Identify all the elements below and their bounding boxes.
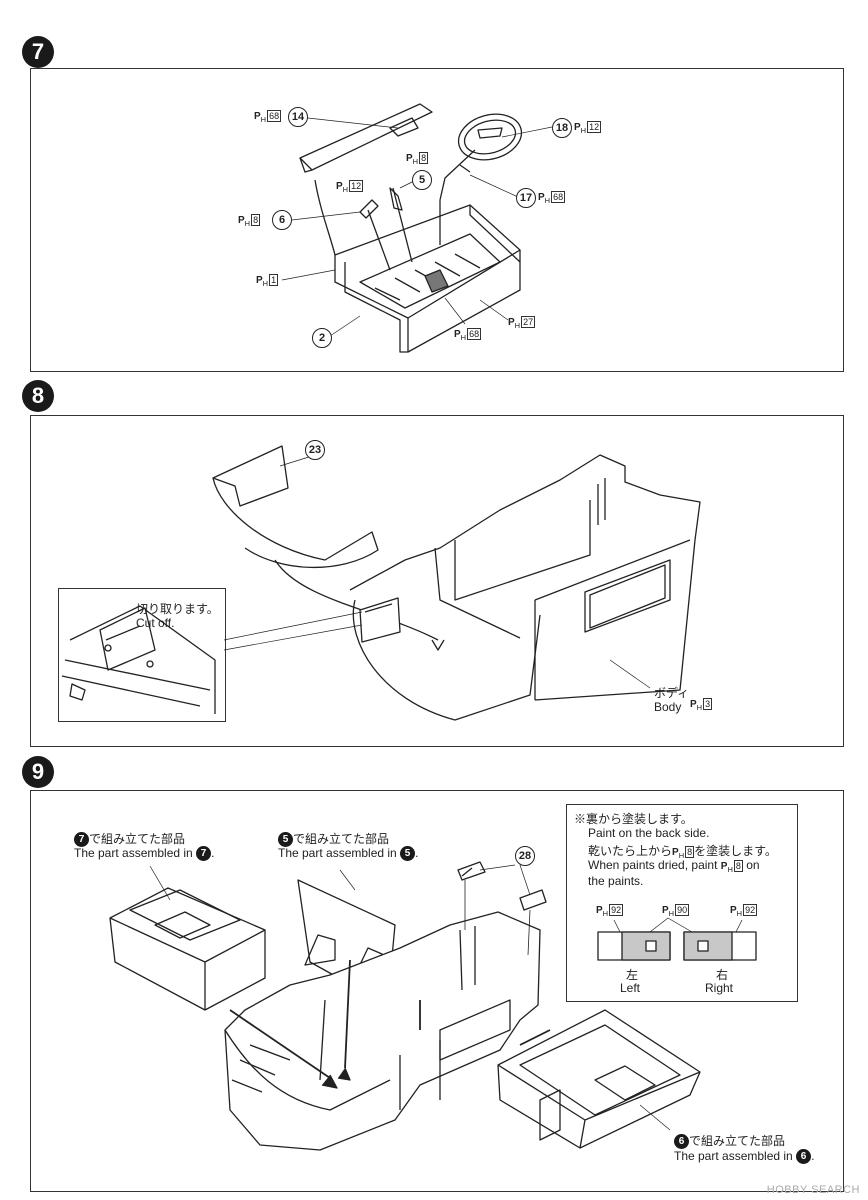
paint-note-line2: Paint on the back side.: [588, 826, 710, 840]
part-number-14: 14: [288, 107, 308, 127]
watermark: HOBBY SEARCH: [766, 1184, 860, 1196]
step-7-dashboard-drawing: [281, 103, 553, 353]
step-8-body-drawing: [61, 445, 701, 721]
part-number-23: 23: [305, 440, 325, 460]
step-7-panel: [30, 68, 844, 372]
step-9-right-part-label-en: The part assembled in 6.: [674, 1149, 815, 1165]
body-label-en: Body: [654, 700, 682, 714]
step-9-left-part-label-en: The part assembled in 7.: [74, 846, 215, 862]
part-number-2: 2: [312, 328, 332, 348]
step-9-assembly-drawing: [109, 861, 757, 1151]
body-label-jp: ボディ: [654, 686, 690, 700]
step-9-badge: 9: [22, 756, 54, 788]
part-number-17: 17: [516, 188, 536, 208]
step-9-mid-part-label-en: The part assembled in 5.: [278, 846, 419, 862]
part-number-5: 5: [412, 170, 432, 190]
left-label-jp: 左: [626, 968, 639, 982]
paint-note-line1: ※裏から塗装します。: [574, 812, 693, 826]
step-7-badge: 7: [22, 36, 54, 68]
left-label-en: Left: [620, 981, 641, 995]
paint-note-panel: [566, 804, 798, 1002]
cut-off-label-jp: 切り取ります。: [136, 602, 219, 616]
part-number-18: 18: [552, 118, 572, 138]
part-number-28: 28: [515, 846, 535, 866]
step-8-badge: 8: [22, 380, 54, 412]
right-label-en: Right: [705, 981, 734, 995]
part-number-6: 6: [272, 210, 292, 230]
right-label-jp: 右: [716, 968, 729, 982]
paint-note-line5: the paints.: [588, 874, 644, 888]
cut-off-label-en: Cut off.: [136, 616, 175, 630]
